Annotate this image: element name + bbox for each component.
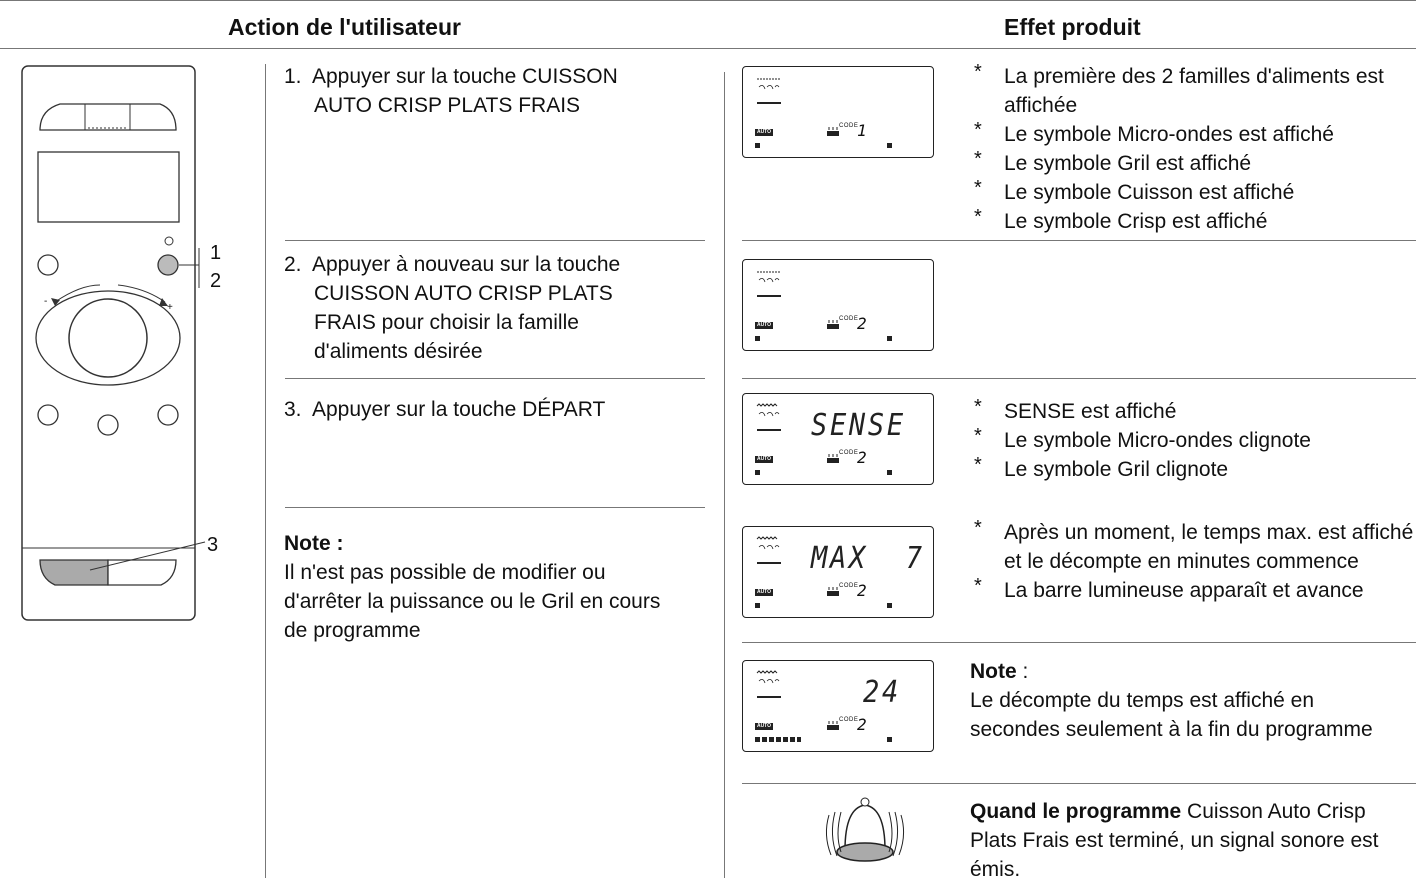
crisp-icon	[827, 127, 839, 136]
final-message: Quand le programme Cuisson Auto Crisp Pl…	[970, 797, 1400, 884]
knob-plus-label: +	[167, 302, 173, 313]
step-2: 2. Appuyer à nouveau sur la touche CUISSO…	[284, 250, 704, 366]
effect-item: *Le symbole Gril est affiché	[974, 148, 1252, 175]
bar-segment	[887, 470, 892, 475]
step-3-text: Appuyer sur la touche DÉPART	[312, 398, 606, 421]
left-note-text: Il n'est pas possible de modifier ou d'a…	[284, 561, 661, 642]
code-label: CODE	[839, 450, 859, 456]
bar-segment	[755, 143, 760, 148]
left-column-divider	[265, 64, 266, 878]
right-note-text: Le décompte du temps est affiché en seco…	[970, 689, 1373, 741]
auto-indicator: AUTO	[755, 723, 773, 730]
step-1: 1. Appuyer sur la touche CUISSON AUTO CRI…	[284, 62, 704, 120]
crisp-icon	[827, 320, 839, 329]
effects-group-2: *SENSE est affiché *Le symbole Micro-ond…	[970, 396, 1416, 484]
effect-item: *Après un moment, le temps max. est affi…	[974, 517, 1414, 573]
step-divider-3	[285, 507, 705, 508]
right-note-title: Note	[970, 660, 1017, 683]
auto-indicator: AUTO	[755, 129, 773, 136]
control-panel-illustration: 1 2 3 - +	[0, 0, 262, 640]
code-label: CODE	[839, 717, 859, 723]
lcd-main-text: 24	[863, 675, 901, 710]
crisp-icon	[827, 454, 839, 463]
code-number: 2	[857, 314, 867, 333]
auto-indicator: AUTO	[755, 322, 773, 329]
callout-2: 2	[210, 270, 222, 292]
top-rule	[0, 0, 1416, 1]
lcd-display-2: AUTO CODE 2	[742, 259, 934, 351]
effects-group-1: *La première des 2 familles d'aliments e…	[970, 61, 1416, 236]
callout-3: 3	[207, 534, 219, 556]
lcd-main-text: MAX 7	[811, 541, 925, 576]
step-1-text: Appuyer sur la touche CUISSON	[312, 65, 618, 88]
callout-1: 1	[210, 242, 222, 264]
effect-item: *SENSE est affiché	[974, 396, 1177, 423]
final-message-bold: Quand le programme	[970, 800, 1182, 823]
header-effect: Effet produit	[1004, 14, 1141, 40]
code-number: 2	[857, 448, 867, 467]
microwave-grill-icon	[756, 403, 781, 431]
effect-item: *Le symbole Crisp est affiché	[974, 206, 1268, 233]
bar-segment	[887, 737, 892, 742]
code-label: CODE	[839, 583, 859, 589]
knob-minus-label: -	[44, 296, 48, 307]
bar-segment	[887, 603, 892, 608]
lcd-main-text: SENSE	[811, 408, 906, 443]
effect-divider-2	[742, 378, 1416, 379]
effect-divider-1	[742, 240, 1416, 241]
effect-item: *Le symbole Gril clignote	[974, 454, 1229, 481]
bar-segment	[887, 336, 892, 341]
effects-group-3: *Après un moment, le temps max. est affi…	[970, 517, 1416, 605]
step-divider-2	[285, 378, 705, 379]
step-divider-1	[285, 240, 705, 241]
effect-divider-4	[742, 783, 1416, 784]
left-note-title: Note :	[284, 532, 344, 555]
step-2-text: Appuyer à nouveau sur la touche	[312, 253, 621, 276]
bar-segment	[887, 143, 892, 148]
microwave-grill-icon	[757, 78, 781, 104]
step-2-text-cont: CUISSON AUTO CRISP PLATS FRAIS pour choi…	[314, 282, 613, 363]
effect-item: *Le symbole Micro-ondes est affiché	[974, 119, 1334, 146]
progress-bar	[755, 737, 801, 742]
bar-segment	[755, 336, 760, 341]
code-number: 1	[857, 121, 867, 140]
code-label: CODE	[839, 123, 859, 129]
lcd-display-5: 24 AUTO CODE 2	[742, 660, 934, 752]
step-1-number: 1.	[284, 65, 302, 88]
lcd-display-4: MAX 7 AUTO CODE 2	[742, 526, 934, 618]
right-note: Note : Le décompte du temps est affiché …	[970, 657, 1390, 744]
step-3-number: 3.	[284, 398, 302, 421]
effect-item: *La première des 2 familles d'aliments e…	[974, 61, 1384, 117]
code-number: 2	[857, 581, 867, 600]
crisp-icon	[827, 721, 839, 730]
step-2-number: 2.	[284, 253, 302, 276]
crisp-icon	[827, 587, 839, 596]
effect-item: *La barre lumineuse apparaît et avance	[974, 575, 1364, 602]
microwave-grill-icon	[757, 271, 781, 297]
effect-item: *Le symbole Cuisson est affiché	[974, 177, 1295, 204]
microwave-grill-icon	[756, 670, 781, 698]
header-action: Action de l'utilisateur	[228, 14, 461, 40]
step-1-text-cont: AUTO CRISP PLATS FRAIS	[314, 94, 581, 117]
code-number: 2	[857, 715, 867, 734]
lcd-display-1: AUTO CODE 1	[742, 66, 934, 158]
lcd-display-3: SENSE AUTO CODE 2	[742, 393, 934, 485]
microwave-grill-icon	[756, 536, 781, 564]
bell-icon	[825, 797, 905, 862]
middle-column-divider	[724, 72, 725, 878]
auto-indicator: AUTO	[755, 456, 773, 463]
step-3: 3. Appuyer sur la touche DÉPART	[284, 395, 704, 424]
bar-segment	[755, 603, 760, 608]
right-note-colon: :	[1016, 660, 1029, 683]
final-message-text: Cuisson Auto Crisp Plats Frais est termi…	[970, 800, 1379, 881]
effect-item: *Le symbole Micro-ondes clignote	[974, 425, 1311, 452]
left-note: Note : Il n'est pas possible de modifier…	[284, 529, 674, 645]
effect-divider-3	[742, 642, 1416, 643]
bar-segment	[755, 470, 760, 475]
header-rule	[0, 48, 1416, 49]
auto-indicator: AUTO	[755, 589, 773, 596]
code-label: CODE	[839, 316, 859, 322]
